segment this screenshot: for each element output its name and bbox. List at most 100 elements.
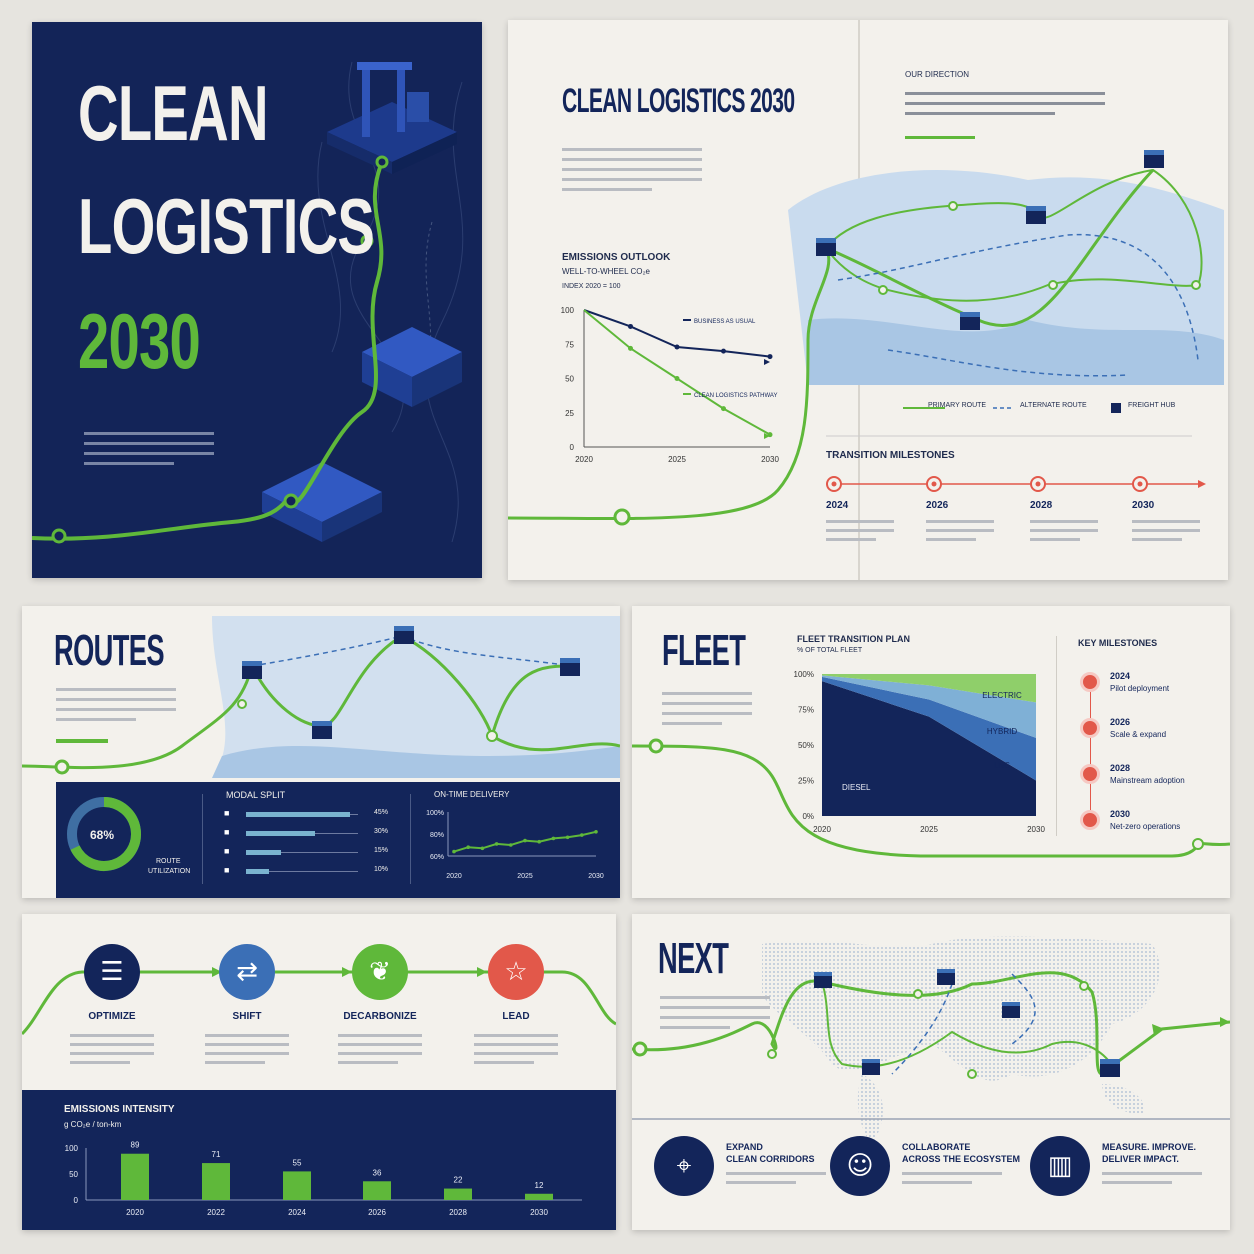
- y-tick-label: 50%: [798, 741, 814, 750]
- data-point: [565, 835, 570, 840]
- x-tick-label: 2025: [517, 873, 533, 880]
- fleet-page: FLEET FLEET TRANSITION PLAN % OF TOTAL F…: [632, 606, 1230, 898]
- action-text-line: [1102, 1172, 1202, 1175]
- step-text-line: [474, 1061, 534, 1064]
- milestone-dot: [1137, 481, 1143, 487]
- fleet-area-chart: DIESELLNGHYBRIDELECTRIC0%25%50%75%100%20…: [794, 670, 1046, 834]
- area-diesel: [822, 681, 1036, 816]
- utilization-value: 68%: [90, 828, 115, 842]
- freight-hub-icon: [960, 312, 980, 330]
- routes-title: ROUTES: [54, 626, 165, 675]
- y-tick-label: 0: [74, 1196, 79, 1205]
- target-icon: ⌖: [676, 1150, 692, 1181]
- milestone-text-line: [1030, 529, 1098, 532]
- key-milestones-title: KEY MILESTONES: [1078, 638, 1158, 648]
- milestone-text-line: [826, 520, 894, 523]
- x-tick-label: 2025: [668, 455, 686, 464]
- intensity-title: EMISSIONS INTENSITY: [64, 1104, 175, 1115]
- modal-bar-track: [269, 871, 358, 872]
- data-point: [551, 836, 556, 841]
- divider: [202, 794, 203, 884]
- x-tick-label: 2024: [288, 1208, 306, 1217]
- fleet-route-line: [632, 738, 1230, 858]
- freight-hub-icon: [1144, 150, 1164, 168]
- milestones-timeline: [826, 476, 1206, 492]
- freight-hub-icon: [242, 661, 262, 679]
- utilization-label-1: ROUTE: [156, 858, 181, 865]
- sliders-icon: ☰: [100, 957, 124, 987]
- bar-2030: [525, 1193, 553, 1200]
- area-electric: [822, 674, 1036, 703]
- action-circle: ▥: [1030, 1136, 1090, 1196]
- data-point: [509, 843, 513, 847]
- cover-title-line2: LOGISTICS: [78, 182, 375, 270]
- y-tick-label: 0%: [802, 812, 814, 821]
- y-tick-label: 100%: [794, 670, 814, 679]
- milestone-marker: [1080, 718, 1100, 738]
- emissions-chart-title: EMISSIONS OUTLOOK: [562, 252, 671, 263]
- x-tick-label: 2022: [207, 1208, 225, 1217]
- leaf-icon: ❦: [369, 957, 391, 987]
- bar-chart-icon: ▥: [1047, 1151, 1073, 1181]
- milestone-year: 2024: [826, 500, 849, 511]
- cover-map-illustration: [32, 61, 464, 544]
- fleet-chart-title: FLEET TRANSITION PLAN: [797, 634, 910, 644]
- intensity-unit: g CO₂e / ton-km: [64, 1120, 122, 1129]
- bar-value-label: 89: [131, 1141, 140, 1150]
- action-text-line: [726, 1172, 826, 1175]
- milestone-dot: [1035, 481, 1041, 487]
- milestone-marker: [1080, 672, 1100, 692]
- legend-alternate-route: ALTERNATE ROUTE: [1020, 402, 1087, 409]
- divider: [410, 794, 411, 884]
- step-text-line: [205, 1043, 289, 1046]
- action-line2: DELIVER IMPACT.: [1102, 1154, 1179, 1164]
- data-point: [580, 833, 584, 837]
- bar-value-label: 55: [293, 1158, 302, 1167]
- y-tick-label: 80%: [430, 832, 444, 839]
- milestone-year: 2026: [926, 500, 949, 511]
- milestone-text-line: [1132, 538, 1182, 541]
- milestone-text-line: [926, 529, 994, 532]
- milestone-text-line: [1132, 520, 1200, 523]
- y-tick-label: 0: [570, 443, 575, 452]
- routes-map: [22, 616, 620, 778]
- freight-hub-icon: [1100, 1059, 1120, 1077]
- milestone-text: Scale & expand: [1110, 730, 1167, 739]
- ontime-title: ON-TIME DELIVERY: [434, 790, 510, 799]
- step-label: LEAD: [502, 1011, 530, 1022]
- x-tick-label: 2020: [813, 825, 831, 834]
- action-line1: EXPAND: [726, 1142, 763, 1152]
- cover-page: CLEAN LOGISTICS 2030: [32, 22, 482, 578]
- spread-page: CLEAN LOGISTICS 2030 EMISSIONS OUTLOOK W…: [508, 20, 1228, 580]
- data-point: [674, 344, 680, 350]
- step-text-line: [474, 1043, 558, 1046]
- direction-accent: [905, 136, 975, 139]
- freight-hub-icon: [816, 238, 836, 256]
- milestone-year: 2028: [1110, 763, 1131, 773]
- milestone-text: Net-zero operations: [1110, 822, 1181, 831]
- bar-value-label: 12: [535, 1181, 544, 1190]
- emissions-chart-subtitle: WELL-TO-WHEEL CO₂e: [562, 267, 651, 276]
- area-lng: [822, 676, 1036, 781]
- action-text-line: [902, 1172, 1002, 1175]
- spread-route-map: [508, 150, 1224, 526]
- routes-dashboard: 68% ROUTE UTILIZATION MODAL SPLIT ■45%■3…: [56, 782, 620, 898]
- milestone-text-line: [826, 538, 876, 541]
- area-hybrid: [822, 675, 1036, 738]
- step-text-line: [70, 1052, 154, 1055]
- ship-icon: ■: [224, 808, 230, 818]
- data-point: [594, 830, 598, 834]
- fleet-chart-subtitle: % OF TOTAL FLEET: [797, 647, 863, 654]
- x-tick-label: 2030: [588, 873, 604, 880]
- action-line2: ACROSS THE ECOSYSTEM: [902, 1154, 1021, 1164]
- y-tick-label: 50: [69, 1170, 78, 1179]
- freight-hub-icon: [814, 972, 832, 988]
- bar-value-label: 71: [212, 1150, 221, 1159]
- routes-text-lines: [56, 688, 176, 728]
- next-title: NEXT: [658, 934, 729, 983]
- milestone-text-line: [826, 529, 894, 532]
- freight-hub-icon: [312, 721, 332, 739]
- intensity-panel: EMISSIONS INTENSITY g CO₂e / ton-km 0 50 1…: [22, 1090, 616, 1230]
- cover-text-lines: [84, 432, 214, 472]
